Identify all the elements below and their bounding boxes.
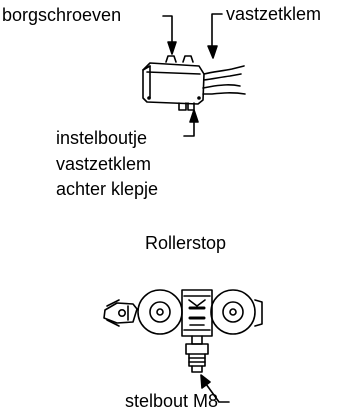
label-achter-klepje: achter klepje <box>56 179 159 199</box>
label-instelboutje: instelboutje <box>56 128 148 148</box>
leader-instelboutje <box>183 109 199 137</box>
leader-stelbout <box>200 374 230 403</box>
leader-vastzetklem-top <box>207 13 223 59</box>
rollerstop <box>103 289 263 373</box>
label-vastzetklem-lower: vastzetklem <box>56 154 152 174</box>
micro-switch <box>142 55 246 111</box>
leader-borgschroeven <box>162 15 177 55</box>
label-stelbout: stelbout M8 <box>125 391 219 411</box>
label-borgschroeven: borgschroeven <box>2 5 122 25</box>
label-vastzetklem-top: vastzetklem <box>226 4 322 24</box>
section-title-rollerstop: Rollerstop <box>145 233 227 253</box>
